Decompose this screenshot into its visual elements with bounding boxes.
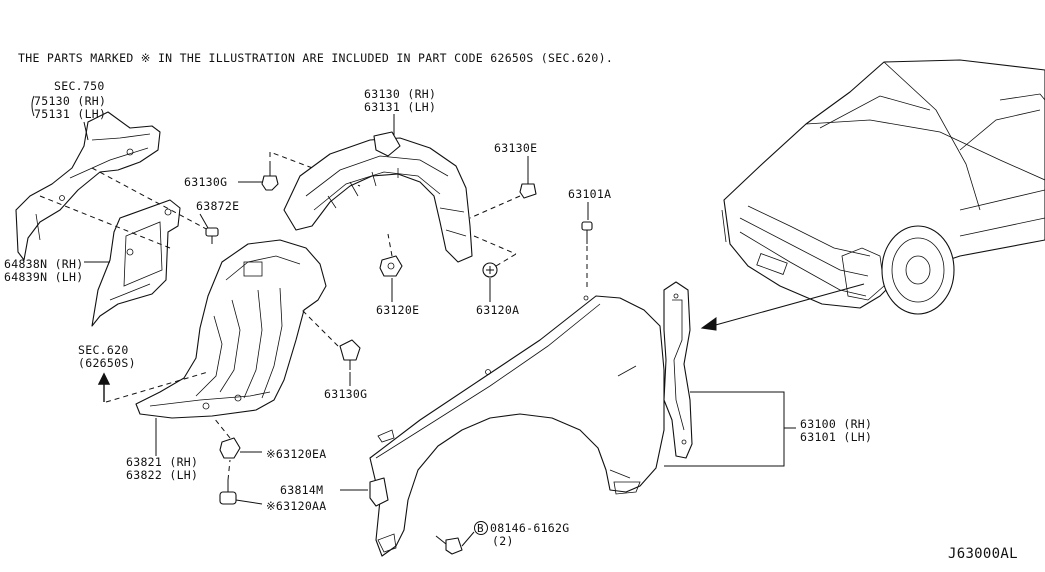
label-63101: 63101 (LH) — [800, 430, 872, 444]
screw-63120a — [482, 262, 498, 278]
dash-e — [387, 233, 393, 257]
label-63100: 63100 (RH) — [800, 417, 872, 431]
label-63101a: 63101A — [568, 187, 611, 201]
clip-63130g-top — [261, 166, 279, 191]
label-bolt-symbol: B — [477, 522, 484, 535]
dash-l — [227, 459, 231, 481]
diagram-code: J63000AL — [948, 546, 1018, 562]
label-63130e: 63130E — [494, 141, 537, 155]
dash-d — [469, 195, 521, 219]
label-63130g-bottom: 63130G — [324, 387, 367, 401]
nut-63120e — [379, 255, 403, 277]
bracket-75130 — [31, 95, 35, 117]
label-63130g-top: 63130G — [184, 175, 227, 189]
label-63821: 63821 (RH) — [126, 455, 198, 469]
front-fender-63100 — [369, 295, 665, 557]
dash-g — [473, 235, 517, 255]
bracket-63100 — [664, 391, 785, 467]
fender-protector-63821 — [135, 239, 327, 419]
screw-63872e — [205, 227, 219, 244]
fender-bracket-63100 — [663, 281, 693, 459]
header-note: THE PARTS MARKED ※ IN THE ILLUSTRATION A… — [18, 51, 613, 65]
label-63120ea: ※63120EA — [266, 447, 327, 461]
dash-c — [269, 151, 361, 187]
label-63872e: 63872E — [196, 199, 239, 213]
splash-panel-75130 — [15, 111, 161, 261]
label-64839n: 64839N (LH) — [4, 270, 83, 284]
label-75130: 75130 (RH) — [34, 94, 106, 108]
clip-63130g-bottom — [339, 339, 361, 370]
label-75131: 75131 (LH) — [34, 107, 106, 121]
label-62650s: (62650S) — [78, 356, 136, 370]
vehicle-illustration — [721, 59, 1045, 315]
label-64838n: 64838N (RH) — [4, 257, 83, 271]
leader-63120aa — [235, 499, 263, 505]
fender-protector-63130 — [283, 131, 473, 263]
bolt-08146 — [435, 535, 463, 555]
arrow-head-icon — [700, 317, 717, 331]
clip-63814m — [369, 477, 389, 507]
leader-08146 — [461, 531, 475, 547]
dash-k — [213, 417, 231, 439]
label-63130: 63130 (RH) — [364, 87, 436, 101]
label-63120e: 63120E — [376, 303, 419, 317]
bolt-symbol-icon — [474, 521, 488, 535]
label-63814m: 63814M — [280, 483, 323, 497]
leader-75130 — [83, 121, 89, 141]
nut-63120ea — [219, 437, 241, 459]
label-63822: 63822 (LH) — [126, 468, 198, 482]
label-08146: 08146-6162G — [490, 521, 569, 535]
screw-63120aa — [219, 480, 237, 505]
bolt-63101a — [581, 221, 593, 244]
dash-f — [495, 253, 517, 267]
dash-j — [299, 307, 339, 347]
label-63131: 63131 (LH) — [364, 100, 436, 114]
arrow-up-icon — [97, 372, 111, 402]
bracket-64838n — [91, 199, 181, 327]
clip-63130e — [519, 183, 537, 199]
leader-63872e — [199, 213, 209, 229]
arrow-line — [711, 283, 865, 327]
dash-a — [91, 167, 213, 233]
label-sec620: SEC.620 — [78, 343, 129, 357]
label-sec750: SEC.750 — [54, 79, 105, 93]
label-63120a: 63120A — [476, 303, 519, 317]
label-63120aa: ※63120AA — [266, 499, 327, 513]
label-qty2: (2) — [492, 534, 514, 548]
